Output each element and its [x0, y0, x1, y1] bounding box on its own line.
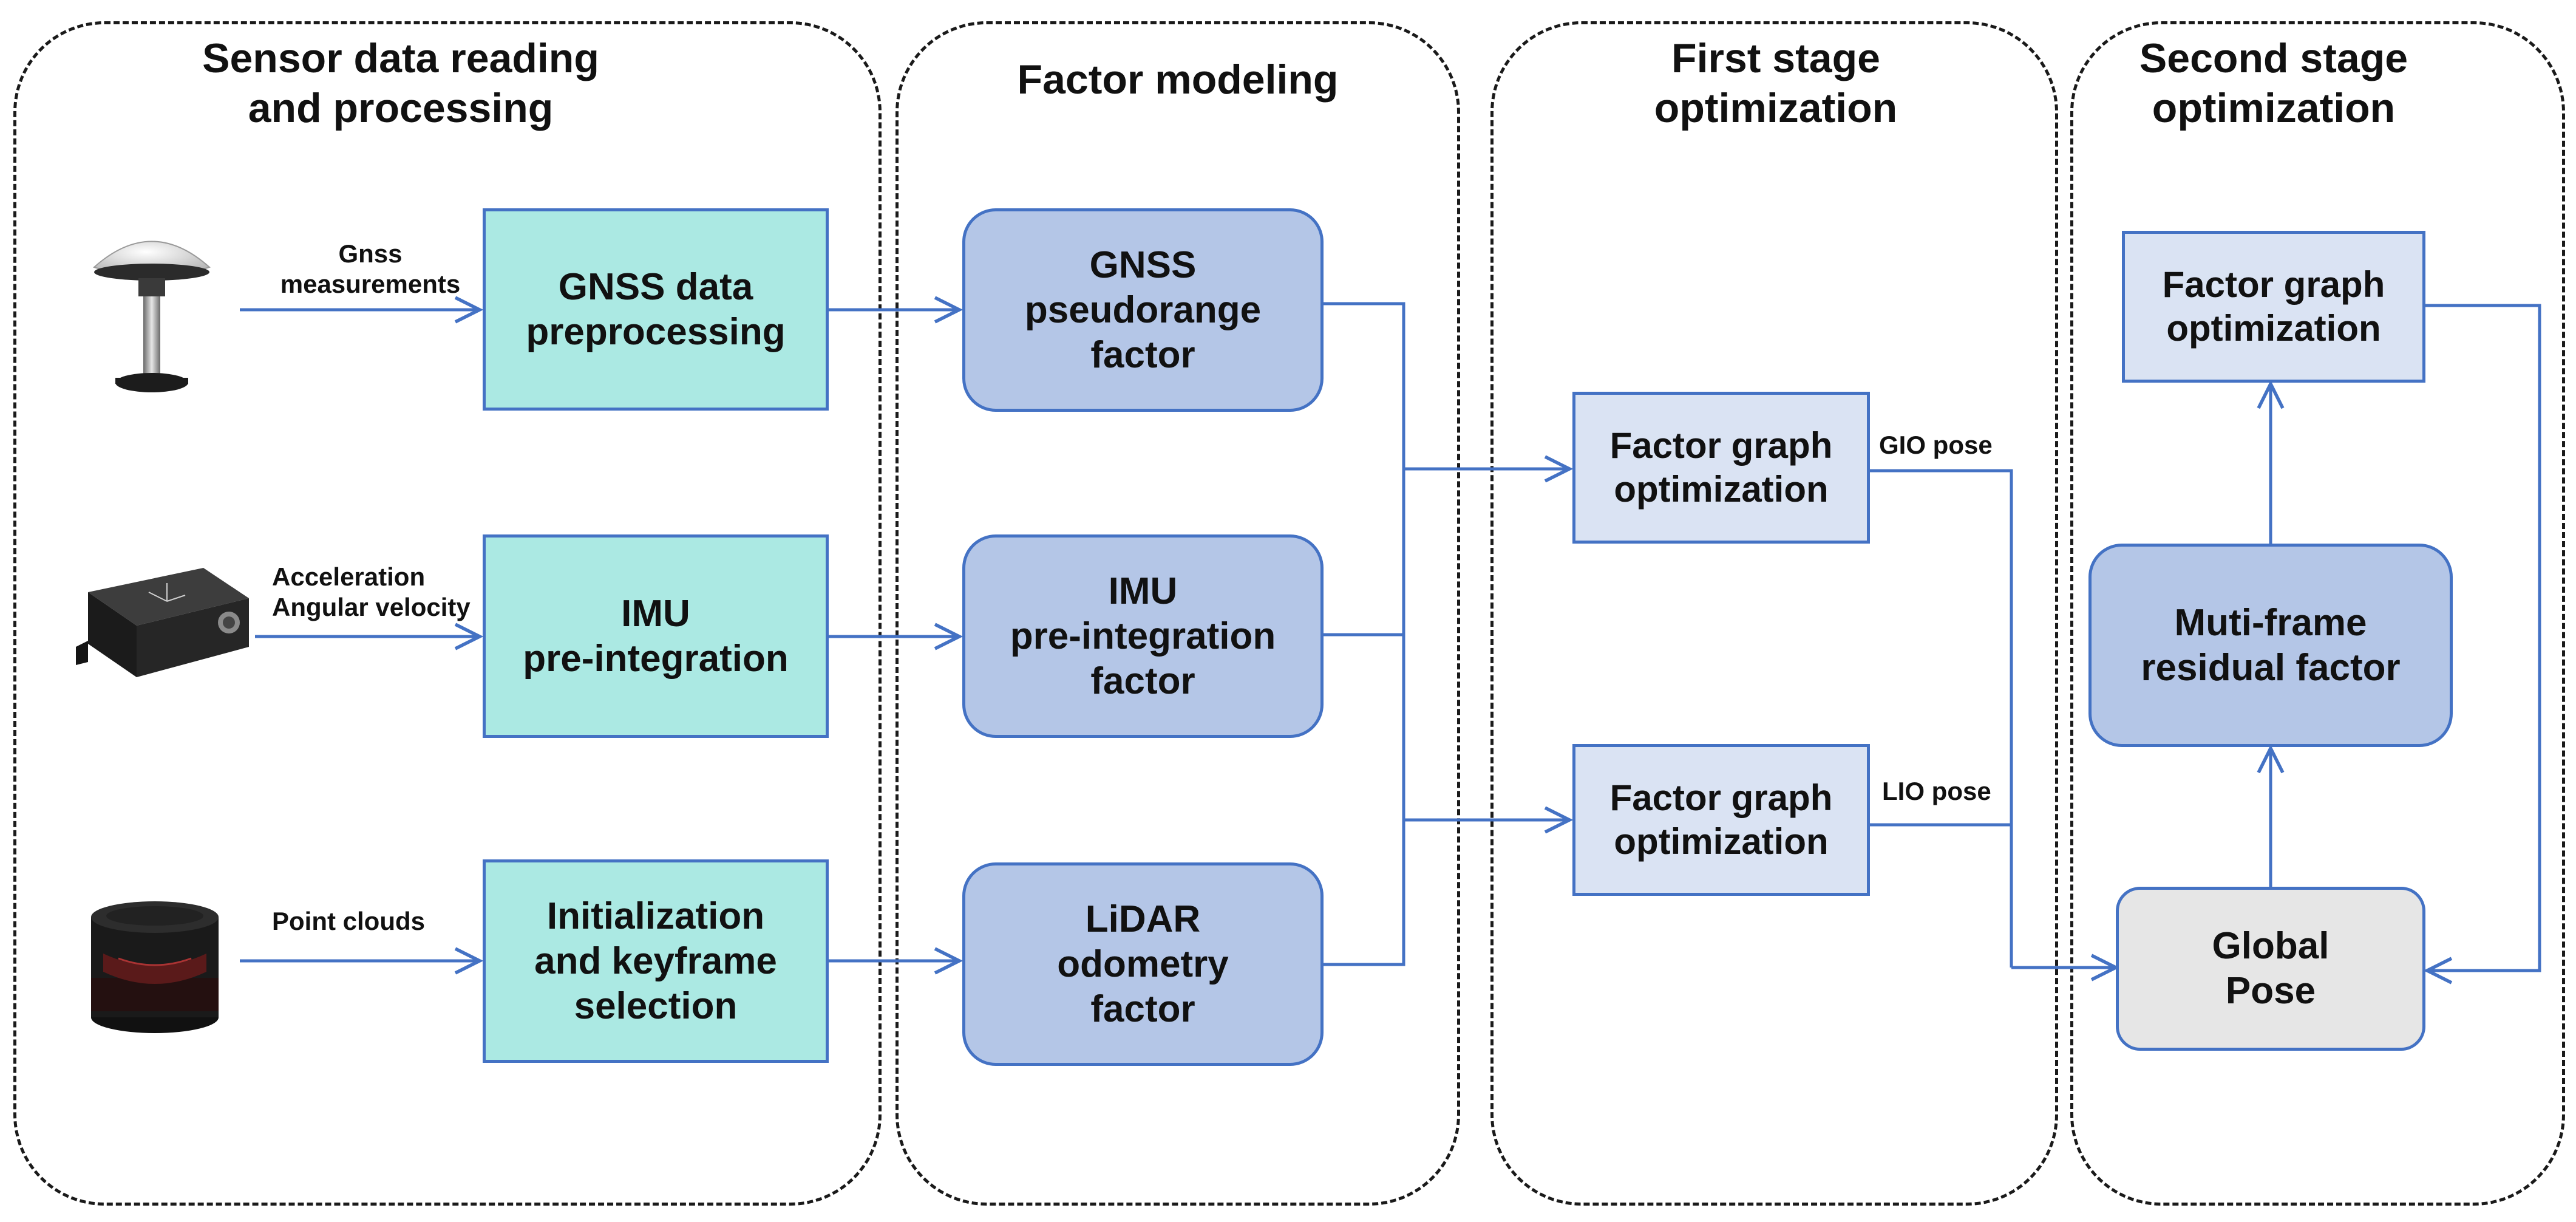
panel-title-sensor: Sensor data reading and processing — [202, 35, 599, 131]
global-pose-box: Global Pose — [2116, 887, 2425, 1051]
line-gio-pose — [1870, 469, 2013, 968]
lidar-initialization-box: Initialization and keyframe selection — [483, 859, 829, 1063]
panel-title-first-stage: First stage optimization — [1654, 35, 1898, 131]
panel-title-factor: Factor modeling — [1017, 56, 1339, 103]
label-gio-pose: GIO pose — [1879, 431, 1993, 459]
gnss-pseudorange-factor-box: GNSS pseudorange factor — [962, 208, 1324, 412]
label-imu-measurements: Acceleration Angular velocity — [272, 562, 471, 621]
panel-first-stage — [1490, 21, 2058, 1206]
gnss-preprocessing-box: GNSS data preprocessing — [483, 208, 829, 411]
arrow-fgo-feedback — [2425, 304, 2541, 971]
lidar-sensor-icon — [91, 901, 219, 1033]
panel-title-second-stage: Second stage optimization — [2139, 35, 2408, 131]
label-point-clouds: Point clouds — [272, 907, 425, 935]
label-gnss-measurements: Gnss measurements — [280, 239, 461, 298]
imu-preintegration-box: IMU pre-integration — [483, 534, 829, 738]
panel-second-stage — [2070, 21, 2565, 1206]
multi-frame-residual-factor-box: Muti-frame residual factor — [2088, 544, 2453, 747]
first-stage-fgo-top-box: Factor graph optimization — [1572, 392, 1870, 544]
gnss-antenna-icon — [93, 241, 211, 392]
label-lio-pose: LIO pose — [1882, 777, 1991, 805]
imu-sensor-icon — [76, 568, 249, 677]
panel-sensor — [13, 21, 882, 1206]
second-stage-fgo-box: Factor graph optimization — [2122, 231, 2425, 383]
imu-preintegration-factor-box: IMU pre-integration factor — [962, 534, 1324, 738]
first-stage-fgo-bottom-box: Factor graph optimization — [1572, 744, 1870, 896]
lidar-odometry-factor-box: LiDAR odometry factor — [962, 862, 1324, 1066]
panel-factor — [895, 21, 1460, 1206]
